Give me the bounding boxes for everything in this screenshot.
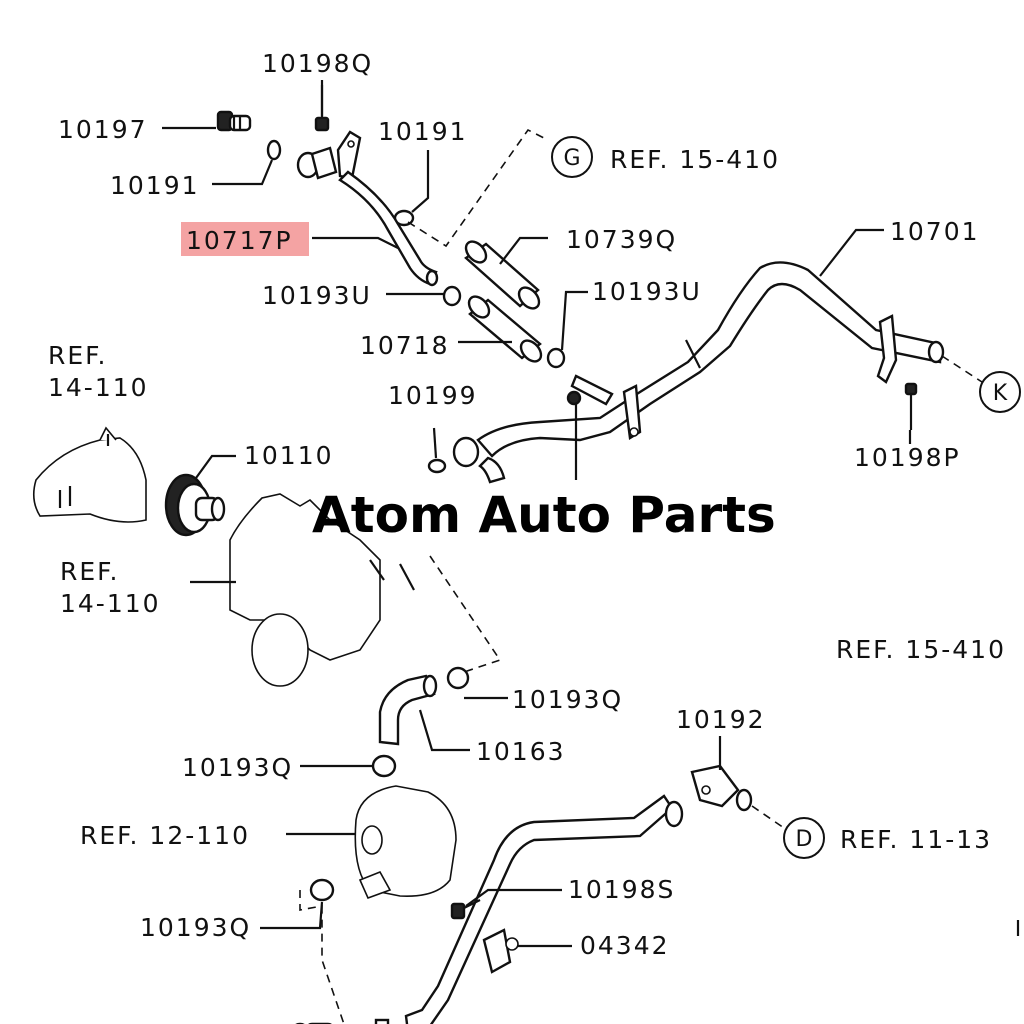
reservoir-tank-shape — [354, 785, 457, 900]
housing-ref14-110-top — [32, 437, 147, 523]
callout-letter-g: G — [563, 146, 580, 171]
label-10199: 10199 — [388, 381, 478, 410]
clamp-10193U-a-shape — [442, 285, 462, 307]
label-10191-right: 10191 — [378, 117, 468, 146]
label-10193Q-b: 10193Q — [182, 753, 293, 782]
pipe-10717P-shape — [338, 170, 438, 286]
bolt-center-shape — [566, 390, 582, 480]
label-10163: 10163 — [476, 737, 566, 766]
label-10193U-left: 10193U — [262, 281, 372, 310]
watermark-text: Atom Auto Parts — [312, 486, 776, 544]
ref-14-110-top-line1: REF. — [48, 341, 107, 370]
hose-10739Q-shape — [464, 240, 541, 310]
oring-10199-shape — [427, 458, 447, 474]
ref-12-110-label: REF. 12-110 — [80, 821, 250, 850]
engine-outline-shape — [229, 493, 415, 687]
callout-letter-k: K — [993, 381, 1008, 406]
label-10198P: 10198P — [854, 443, 961, 472]
pipe-10701-shape — [452, 261, 945, 484]
banjo-fitting-shape — [296, 130, 362, 180]
clamp-10193Q-a-shape — [446, 666, 470, 690]
label-10739Q: 10739Q — [566, 225, 677, 254]
clamp-10193Q-b-shape — [371, 754, 397, 778]
label-10198Q: 10198Q — [262, 49, 373, 78]
fitting-10192-shape — [690, 764, 753, 812]
ref-15-410-right: REF. 15-410 — [836, 635, 1006, 664]
washer-10191-left-shape — [266, 139, 282, 161]
label-10193Q-c: 10193Q — [140, 913, 251, 942]
label-10193Q-a: 10193Q — [512, 685, 623, 714]
label-10192: 10192 — [676, 705, 766, 734]
label-10718: 10718 — [360, 331, 450, 360]
callout-letter-d: D — [796, 827, 813, 852]
bolt-10198P-shape — [904, 382, 918, 430]
hose-10718-shape — [467, 295, 543, 363]
ref-14-110-bottom-line1: REF. — [60, 557, 119, 586]
fitting-10164-shape — [295, 1018, 390, 1024]
callout-circle-d — [783, 817, 825, 859]
bolt-10197-shape — [216, 110, 252, 132]
label-10717P: 10717P — [186, 226, 293, 255]
label-10193U-right: 10193U — [592, 277, 702, 306]
label-04342: 04342 — [580, 931, 670, 960]
ref-d-label: REF. 11-13 — [840, 825, 992, 854]
clamp-10193U-b-shape — [546, 347, 566, 369]
lower-pipe-shape — [404, 794, 684, 1024]
highlight-10717P — [181, 222, 309, 256]
label-10198S: 10198S — [568, 875, 675, 904]
callout-circle-k — [979, 371, 1021, 413]
label-10197: 10197 — [58, 115, 148, 144]
label-10110: 10110 — [244, 441, 334, 470]
callout-circle-g — [551, 136, 593, 178]
ref-14-110-top-line2: 14-110 — [48, 373, 149, 402]
ref-14-110-bottom-line2: 14-110 — [60, 589, 161, 618]
clamp-10193Q-c-shape — [309, 878, 335, 902]
thermostat-10110-shape — [164, 473, 226, 537]
label-10191-left: 10191 — [110, 171, 200, 200]
ref-g-label: REF. 15-410 — [610, 145, 780, 174]
label-10701: 10701 — [890, 217, 980, 246]
